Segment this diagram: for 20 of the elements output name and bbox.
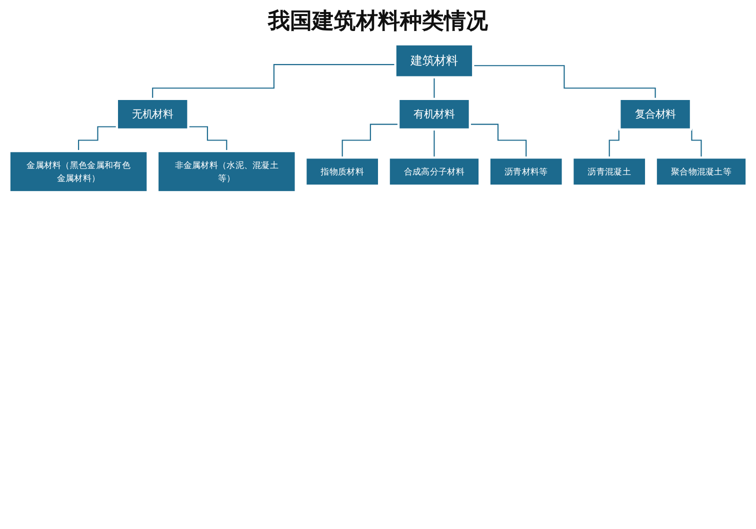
connector bbox=[470, 124, 527, 158]
node-box: 沥青混凝土 bbox=[572, 156, 648, 187]
connector bbox=[152, 64, 396, 100]
connector bbox=[434, 76, 435, 100]
node-box: 沥青材料等 bbox=[488, 156, 564, 187]
node-box: 金属材料（黑色金属和有色金属材料） bbox=[8, 150, 149, 194]
node-box: 无机材料 bbox=[116, 98, 190, 131]
node-box: 指物质材料 bbox=[304, 156, 380, 187]
node-box: 建筑材料 bbox=[394, 43, 474, 78]
connector bbox=[434, 128, 435, 158]
node-box: 复合材料 bbox=[618, 98, 692, 131]
node-box: 非金属材料（水泥、混凝土等） bbox=[156, 150, 297, 194]
connector bbox=[473, 65, 656, 100]
node-box: 有机材料 bbox=[397, 98, 471, 131]
diagram-title: 我国建筑材料种类情况 bbox=[266, 7, 489, 36]
connector bbox=[78, 126, 117, 152]
node-box: 合成高分子材料 bbox=[388, 156, 481, 187]
connector bbox=[188, 126, 228, 152]
connector bbox=[342, 124, 399, 158]
node-box: 聚合物混凝土等 bbox=[654, 156, 748, 187]
